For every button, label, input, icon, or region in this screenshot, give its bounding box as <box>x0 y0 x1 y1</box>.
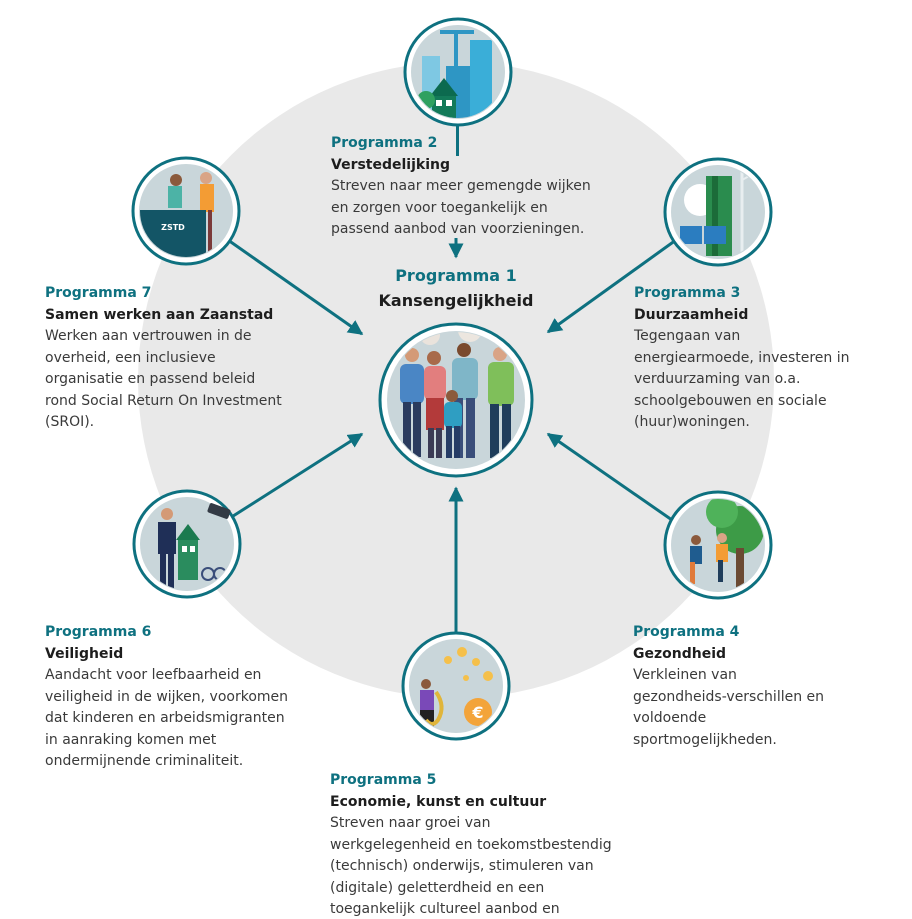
city-crane-icon <box>403 17 513 156</box>
zaanstad-sign: ZSTD <box>161 223 185 232</box>
program-5-description: Streven naar groei van werkgelegenheid e… <box>330 815 612 917</box>
program-7-title: Samen werken aan Zaanstad <box>45 306 274 323</box>
program-6-description: Aandacht voor leefbaarheid en veiligheid… <box>45 667 289 769</box>
program-2-title: Verstedelijking <box>331 156 450 173</box>
program-4-description: Verkleinen van gezondheids-verschillen e… <box>633 667 825 748</box>
program-6-number: Programma 6 <box>45 624 152 640</box>
arrows <box>227 238 677 640</box>
program-7-label: Programma 7 Samen werken aan Zaanstad We… <box>45 283 290 434</box>
program-2-number: Programma 2 <box>331 135 438 151</box>
program-5-label: Programma 5 Economie, kunst en cultuur S… <box>330 770 615 919</box>
arrow-p3 <box>546 238 677 334</box>
program-4-title: Gezondheid <box>633 645 727 662</box>
program-3-label: Programma 3 Duurzaamheid Tegengaan van e… <box>634 283 859 434</box>
program-6-label: Programma 6 Veiligheid Aandacht voor lee… <box>45 622 290 773</box>
program-1-title: Kansengelijkheid <box>378 291 534 310</box>
program-6-title: Veiligheid <box>45 645 124 662</box>
solar-wind-icon <box>663 157 773 267</box>
family-group-icon <box>378 322 534 478</box>
program-1-label: Programma 1 Kansengelijkheid <box>376 266 536 310</box>
program-5-number: Programma 5 <box>330 772 437 788</box>
arrow-p4 <box>546 432 673 522</box>
program-2-label: Programma 2 Verstedelijking Streven naar… <box>331 133 591 241</box>
runners-tree-icon <box>663 490 773 600</box>
program-3-description: Tegengaan van energiearmoede, investeren… <box>634 328 850 430</box>
saxophone-euro-icon: € <box>401 631 511 741</box>
program-5-title: Economie, kunst en cultuur <box>330 793 547 810</box>
arrow-p6 <box>229 432 364 520</box>
program-4-number: Programma 4 <box>633 624 740 640</box>
police-camera-icon <box>132 489 242 599</box>
arrow-p7 <box>227 238 364 336</box>
program-2-description: Streven naar meer gemengde wijken en zor… <box>331 178 591 237</box>
program-7-number: Programma 7 <box>45 285 152 301</box>
program-4-label: Programma 4 Gezondheid Verkleinen van ge… <box>633 622 833 751</box>
program-3-number: Programma 3 <box>634 285 741 301</box>
program-3-title: Duurzaamheid <box>634 306 749 323</box>
program-1-number: Programma 1 <box>395 266 517 285</box>
zaanstad-office-icon: ZSTD <box>131 156 241 266</box>
svg-text:€: € <box>471 703 483 722</box>
program-7-description: Werken aan vertrouwen in de overheid, ee… <box>45 328 282 430</box>
